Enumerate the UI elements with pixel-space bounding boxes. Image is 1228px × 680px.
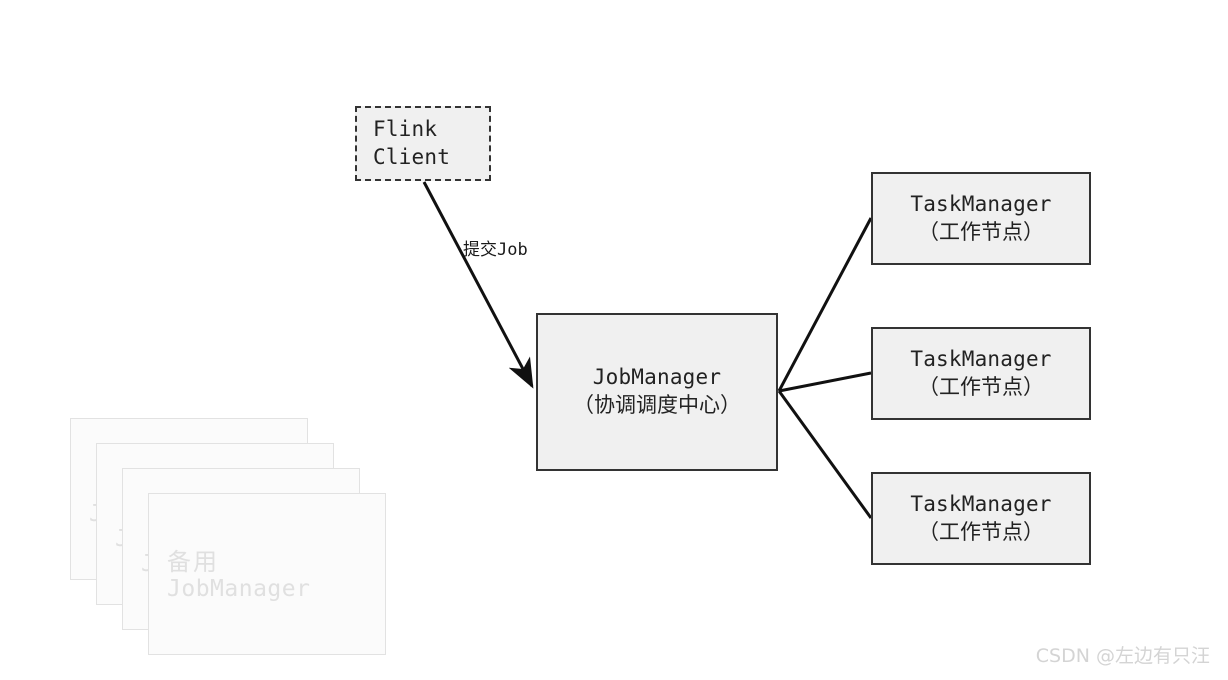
edge-jobmanager-taskmanager-3 (777, 390, 873, 519)
job-manager-title: JobManager (592, 365, 722, 390)
edge-label-submit-job-cjk: 提交 (463, 240, 497, 260)
task-manager-1-title: TaskManager (910, 191, 1052, 216)
standby-jobmanager-card-front: 备用 JobManager (148, 493, 386, 655)
edge-jobmanager-taskmanager-2 (778, 371, 872, 393)
task-manager-2-title: TaskManager (910, 346, 1052, 371)
edge-submit-job (422, 181, 534, 389)
standby-card-front-cjk: 备用 (167, 548, 219, 576)
task-manager-1-subtitle: （工作节点） (918, 219, 1044, 244)
flink-client-title: Flink (373, 116, 438, 141)
watermark: CSDN @左边有只汪 (1035, 645, 1210, 667)
job-manager-subtitle: （协调调度中心） (573, 393, 741, 417)
node-task-manager-2[interactable]: TaskManager （工作节点） (871, 327, 1091, 420)
edge-label-submit-job: 提交Job (463, 235, 528, 260)
edge-jobmanager-taskmanager-1 (777, 217, 873, 392)
node-flink-client[interactable]: Flink Client (355, 106, 491, 181)
task-manager-3-title: TaskManager (910, 491, 1052, 516)
flink-client-subtitle: Client (373, 144, 451, 169)
node-task-manager-3[interactable]: TaskManager （工作节点） (871, 472, 1091, 565)
node-task-manager-1[interactable]: TaskManager （工作节点） (871, 172, 1091, 265)
standby-card-front-label: JobManager (167, 576, 311, 602)
task-manager-3-subtitle: （工作节点） (918, 519, 1044, 544)
edge-label-submit-job-mono: Job (497, 240, 528, 260)
node-job-manager[interactable]: JobManager （协调调度中心） (536, 313, 778, 471)
task-manager-2-subtitle: （工作节点） (918, 374, 1044, 399)
